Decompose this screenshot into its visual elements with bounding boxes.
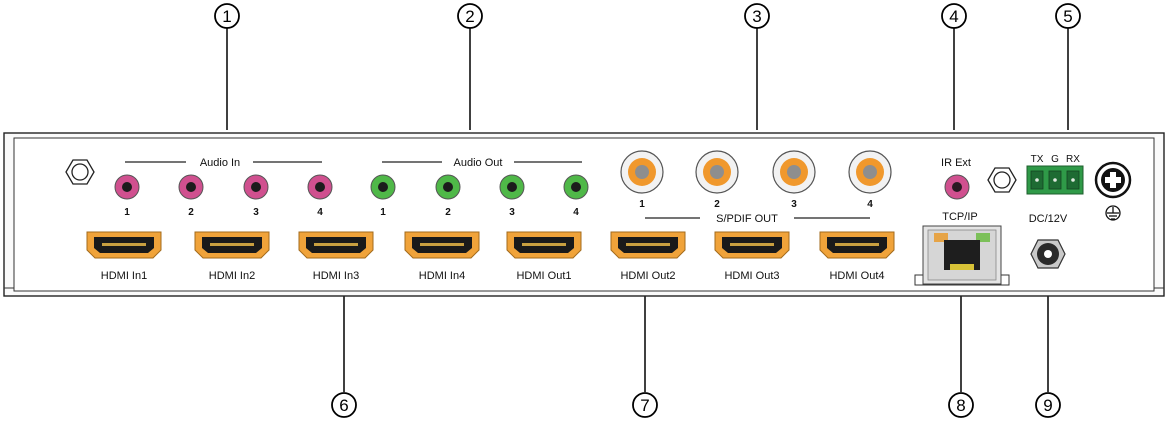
spdif-label-3: 3 <box>791 199 797 210</box>
rs232-label-g: G <box>1051 154 1059 165</box>
audio-out-jack-2 <box>435 174 461 200</box>
audio-in-title: Audio In <box>200 157 240 169</box>
svg-text:4: 4 <box>949 7 958 26</box>
hdmi-label-2: HDMI In2 <box>209 270 255 282</box>
callout-2: 2 <box>457 3 483 29</box>
callout-3: 3 <box>744 3 770 29</box>
svg-text:7: 7 <box>640 396 649 415</box>
audio-out-label-3: 3 <box>509 207 515 218</box>
audio-out-label-1: 1 <box>380 207 386 218</box>
callout-6: 6 <box>331 392 357 418</box>
spdif-jack-2 <box>695 150 739 194</box>
audio-in-group: 1 2 3 4 <box>114 174 333 218</box>
hdmi-port-4 <box>404 231 480 259</box>
spdif-label-2: 2 <box>714 199 720 210</box>
group-lines <box>125 161 870 219</box>
mount-nut-left <box>65 159 95 185</box>
mount-nut-right <box>987 167 1017 193</box>
callout-4: 4 <box>941 3 967 29</box>
audio-in-label-1: 1 <box>124 207 130 218</box>
ground-symbol-icon <box>1105 205 1121 221</box>
hdmi-label-7: HDMI Out3 <box>724 270 779 282</box>
audio-in-jack-4 <box>307 174 333 200</box>
audio-out-jack-3 <box>499 174 525 200</box>
spdif-jack-1 <box>620 150 664 194</box>
hdmi-label-8: HDMI Out4 <box>829 270 884 282</box>
tcp-ip-label: TCP/IP <box>942 211 977 223</box>
callout-8: 8 <box>948 392 974 418</box>
audio-out-title: Audio Out <box>454 157 503 169</box>
svg-text:1: 1 <box>222 7 231 26</box>
hdmi-port-8 <box>819 231 895 259</box>
hdmi-port-1 <box>86 231 162 259</box>
ir-ext-jack <box>944 174 970 200</box>
audio-in-label-3: 3 <box>253 207 259 218</box>
svg-text:2: 2 <box>465 7 474 26</box>
rs232-label-rx: RX <box>1066 154 1080 165</box>
hdmi-label-5: HDMI Out1 <box>516 270 571 282</box>
audio-out-jack-1 <box>370 174 396 200</box>
rs232-terminal: TX G RX <box>1026 154 1084 195</box>
audio-out-group: 1 2 3 4 <box>370 174 589 218</box>
spdif-label-1: 1 <box>639 199 645 210</box>
audio-in-jack-1 <box>114 174 140 200</box>
rs232-label-tx: TX <box>1031 154 1044 165</box>
hdmi-label-4: HDMI In4 <box>419 270 465 282</box>
hdmi-port-3 <box>298 231 374 259</box>
callout-1: 1 <box>214 3 240 29</box>
dc-power-label: DC/12V <box>1029 213 1068 225</box>
svg-text:5: 5 <box>1063 7 1072 26</box>
audio-in-label-2: 2 <box>188 207 194 218</box>
svg-text:9: 9 <box>1043 396 1052 415</box>
hdmi-label-3: HDMI In3 <box>313 270 359 282</box>
spdif-jack-3 <box>772 150 816 194</box>
hdmi-label-6: HDMI Out2 <box>620 270 675 282</box>
hdmi-group: HDMI In1 HDMI In2 HDMI In3 HDMI In4 HDMI Out… <box>86 231 895 282</box>
spdif-group: 1 2 3 4 <box>620 150 892 210</box>
dc-power-jack <box>1030 239 1066 269</box>
audio-in-jack-2 <box>178 174 204 200</box>
ir-ext-label: IR Ext <box>941 157 971 169</box>
callout-leaders <box>226 28 1069 392</box>
spdif-jack-4 <box>848 150 892 194</box>
hdmi-port-6 <box>610 231 686 259</box>
audio-out-label-2: 2 <box>445 207 451 218</box>
svg-text:3: 3 <box>752 7 761 26</box>
svg-text:8: 8 <box>956 396 965 415</box>
hdmi-port-5 <box>506 231 582 259</box>
ground-screw <box>1094 161 1132 199</box>
hdmi-port-7 <box>714 231 790 259</box>
callout-circles: 1 2 3 4 5 6 7 8 9 <box>214 3 1081 418</box>
audio-out-label-4: 4 <box>573 207 579 218</box>
rj45-port <box>914 225 1010 286</box>
audio-in-label-4: 4 <box>317 207 323 218</box>
audio-in-jack-3 <box>243 174 269 200</box>
audio-out-jack-4 <box>563 174 589 200</box>
spdif-label-4: 4 <box>867 199 873 210</box>
callout-5: 5 <box>1055 3 1081 29</box>
spdif-title: S/PDIF OUT <box>716 213 778 225</box>
svg-text:6: 6 <box>339 396 348 415</box>
callout-7: 7 <box>632 392 658 418</box>
hdmi-port-2 <box>194 231 270 259</box>
hdmi-label-1: HDMI In1 <box>101 270 147 282</box>
callout-9: 9 <box>1035 392 1061 418</box>
